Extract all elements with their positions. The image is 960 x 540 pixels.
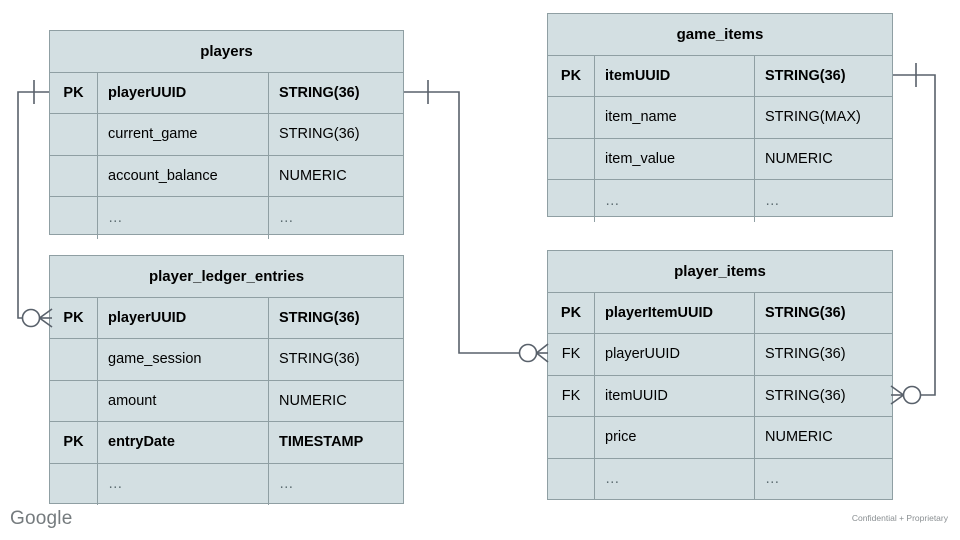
er-cell-name: playerUUID xyxy=(98,72,269,113)
google-wordmark: Google xyxy=(10,508,73,529)
er-cell-name: game_session xyxy=(98,339,269,380)
er-cell-name: itemUUID xyxy=(595,375,755,416)
er-cell-key: PK xyxy=(50,297,98,338)
er-cell-name: … xyxy=(98,463,269,505)
er-table-game-items[interactable]: game_items PK itemUUID STRING(36) item_n… xyxy=(547,13,893,222)
er-cell-type: NUMERIC xyxy=(279,392,347,409)
er-row-game-items-item-value[interactable]: item_value NUMERIC xyxy=(548,138,892,180)
cardinality-zero-circle xyxy=(902,385,922,405)
er-cell-type: NUMERIC xyxy=(279,167,347,184)
er-cell-type: … xyxy=(765,192,782,209)
er-cell-type: STRING(36) xyxy=(765,67,846,84)
er-row-game-items-more[interactable]: … … xyxy=(548,180,892,222)
er-cell-key: FK xyxy=(548,375,595,416)
er-cell-key xyxy=(50,380,98,421)
er-cell-name: … xyxy=(595,180,755,222)
er-cell-type: … xyxy=(279,209,296,226)
connector-path xyxy=(17,91,49,319)
er-row-player-items-playeritemuuid[interactable]: PK playerItemUUID STRING(36) xyxy=(548,292,892,334)
er-cell-key: PK xyxy=(548,292,595,333)
er-cell-type: STRING(36) xyxy=(279,126,360,143)
er-row-players-account-balance[interactable]: account_balance NUMERIC xyxy=(50,155,403,197)
relationship-players-to-player-items xyxy=(404,80,549,363)
er-cell-name: amount xyxy=(98,380,269,421)
er-cell-key xyxy=(50,114,98,155)
er-cell-type: STRING(36) xyxy=(279,351,360,368)
er-cell-key xyxy=(548,458,595,500)
er-row-players-current-game[interactable]: current_game STRING(36) xyxy=(50,114,403,156)
er-cell-name: playerUUID xyxy=(98,297,269,338)
er-row-player-items-itemuuid[interactable]: FK itemUUID STRING(36) xyxy=(548,375,892,417)
connector-path xyxy=(404,91,519,354)
er-cell-key: PK xyxy=(50,72,98,113)
confidentiality-notice: Confidential + Proprietary xyxy=(851,513,948,523)
er-cell-name: playerUUID xyxy=(595,334,755,375)
er-row-players-playeruuid[interactable]: PK playerUUID STRING(36) xyxy=(50,72,403,114)
er-cell-name: current_game xyxy=(98,114,269,155)
er-cell-key xyxy=(50,463,98,505)
er-cell-name: … xyxy=(98,197,269,239)
er-cell-name: entryDate xyxy=(98,422,269,463)
cardinality-zero-circle xyxy=(21,308,41,328)
er-row-ledger-playeruuid[interactable]: PK playerUUID STRING(36) xyxy=(50,297,403,339)
er-cell-name: account_balance xyxy=(98,155,269,196)
er-cell-name: playerItemUUID xyxy=(595,292,755,333)
er-row-game-items-item-name[interactable]: item_name STRING(MAX) xyxy=(548,97,892,139)
er-cell-key xyxy=(548,180,595,222)
er-row-player-items-playeruuid[interactable]: FK playerUUID STRING(36) xyxy=(548,334,892,376)
relationship-players-to-ledger xyxy=(17,80,53,328)
er-table-title-player-ledger-entries: player_ledger_entries xyxy=(50,256,403,298)
er-cell-key xyxy=(548,138,595,179)
relationship-game-items-to-player-items xyxy=(890,63,936,405)
er-cell-name: item_name xyxy=(595,97,755,138)
er-cell-key xyxy=(50,155,98,196)
er-cell-key xyxy=(50,197,98,239)
er-table-title-game-items: game_items xyxy=(548,14,892,56)
er-cell-type: STRING(36) xyxy=(279,309,360,326)
er-cell-type: STRING(36) xyxy=(765,304,846,321)
er-cell-type: … xyxy=(765,471,782,488)
er-cell-name: itemUUID xyxy=(595,55,755,96)
er-table-title-player-items: player_items xyxy=(548,251,892,293)
er-row-players-more[interactable]: … … xyxy=(50,197,403,239)
er-cell-type: NUMERIC xyxy=(765,150,833,167)
er-cell-key: PK xyxy=(50,422,98,463)
er-row-player-items-price[interactable]: price NUMERIC xyxy=(548,417,892,459)
er-cell-type: TIMESTAMP xyxy=(279,434,364,451)
er-table-players[interactable]: players PK playerUUID STRING(36) current… xyxy=(49,30,404,239)
er-table-title-players: players xyxy=(50,31,403,73)
er-cell-key xyxy=(548,417,595,458)
er-row-ledger-more[interactable]: … … xyxy=(50,463,403,505)
cardinality-zero-circle xyxy=(518,343,538,363)
connector-path xyxy=(893,74,936,396)
er-row-ledger-game-session[interactable]: game_session STRING(36) xyxy=(50,339,403,381)
er-row-ledger-entrydate[interactable]: PK entryDate TIMESTAMP xyxy=(50,422,403,464)
er-table-player-ledger-entries[interactable]: player_ledger_entries PK playerUUID STRI… xyxy=(49,255,404,505)
er-cell-type: STRING(MAX) xyxy=(765,109,861,126)
er-cell-name: item_value xyxy=(595,138,755,179)
er-cell-key: FK xyxy=(548,334,595,375)
er-cell-key: PK xyxy=(548,55,595,96)
er-cell-key xyxy=(548,97,595,138)
er-cell-type: … xyxy=(279,476,296,493)
er-row-player-items-more[interactable]: … … xyxy=(548,458,892,500)
er-cell-type: STRING(36) xyxy=(279,84,360,101)
er-row-ledger-amount[interactable]: amount NUMERIC xyxy=(50,380,403,422)
er-table-player-items[interactable]: player_items PK playerItemUUID STRING(36… xyxy=(547,250,893,500)
er-cell-type: STRING(36) xyxy=(765,346,846,363)
er-row-game-items-itemuuid[interactable]: PK itemUUID STRING(36) xyxy=(548,55,892,97)
er-cell-type: NUMERIC xyxy=(765,429,833,446)
er-cell-name: … xyxy=(595,458,755,500)
er-cell-type: STRING(36) xyxy=(765,387,846,404)
er-cell-name: price xyxy=(595,417,755,458)
er-cell-key xyxy=(50,339,98,380)
